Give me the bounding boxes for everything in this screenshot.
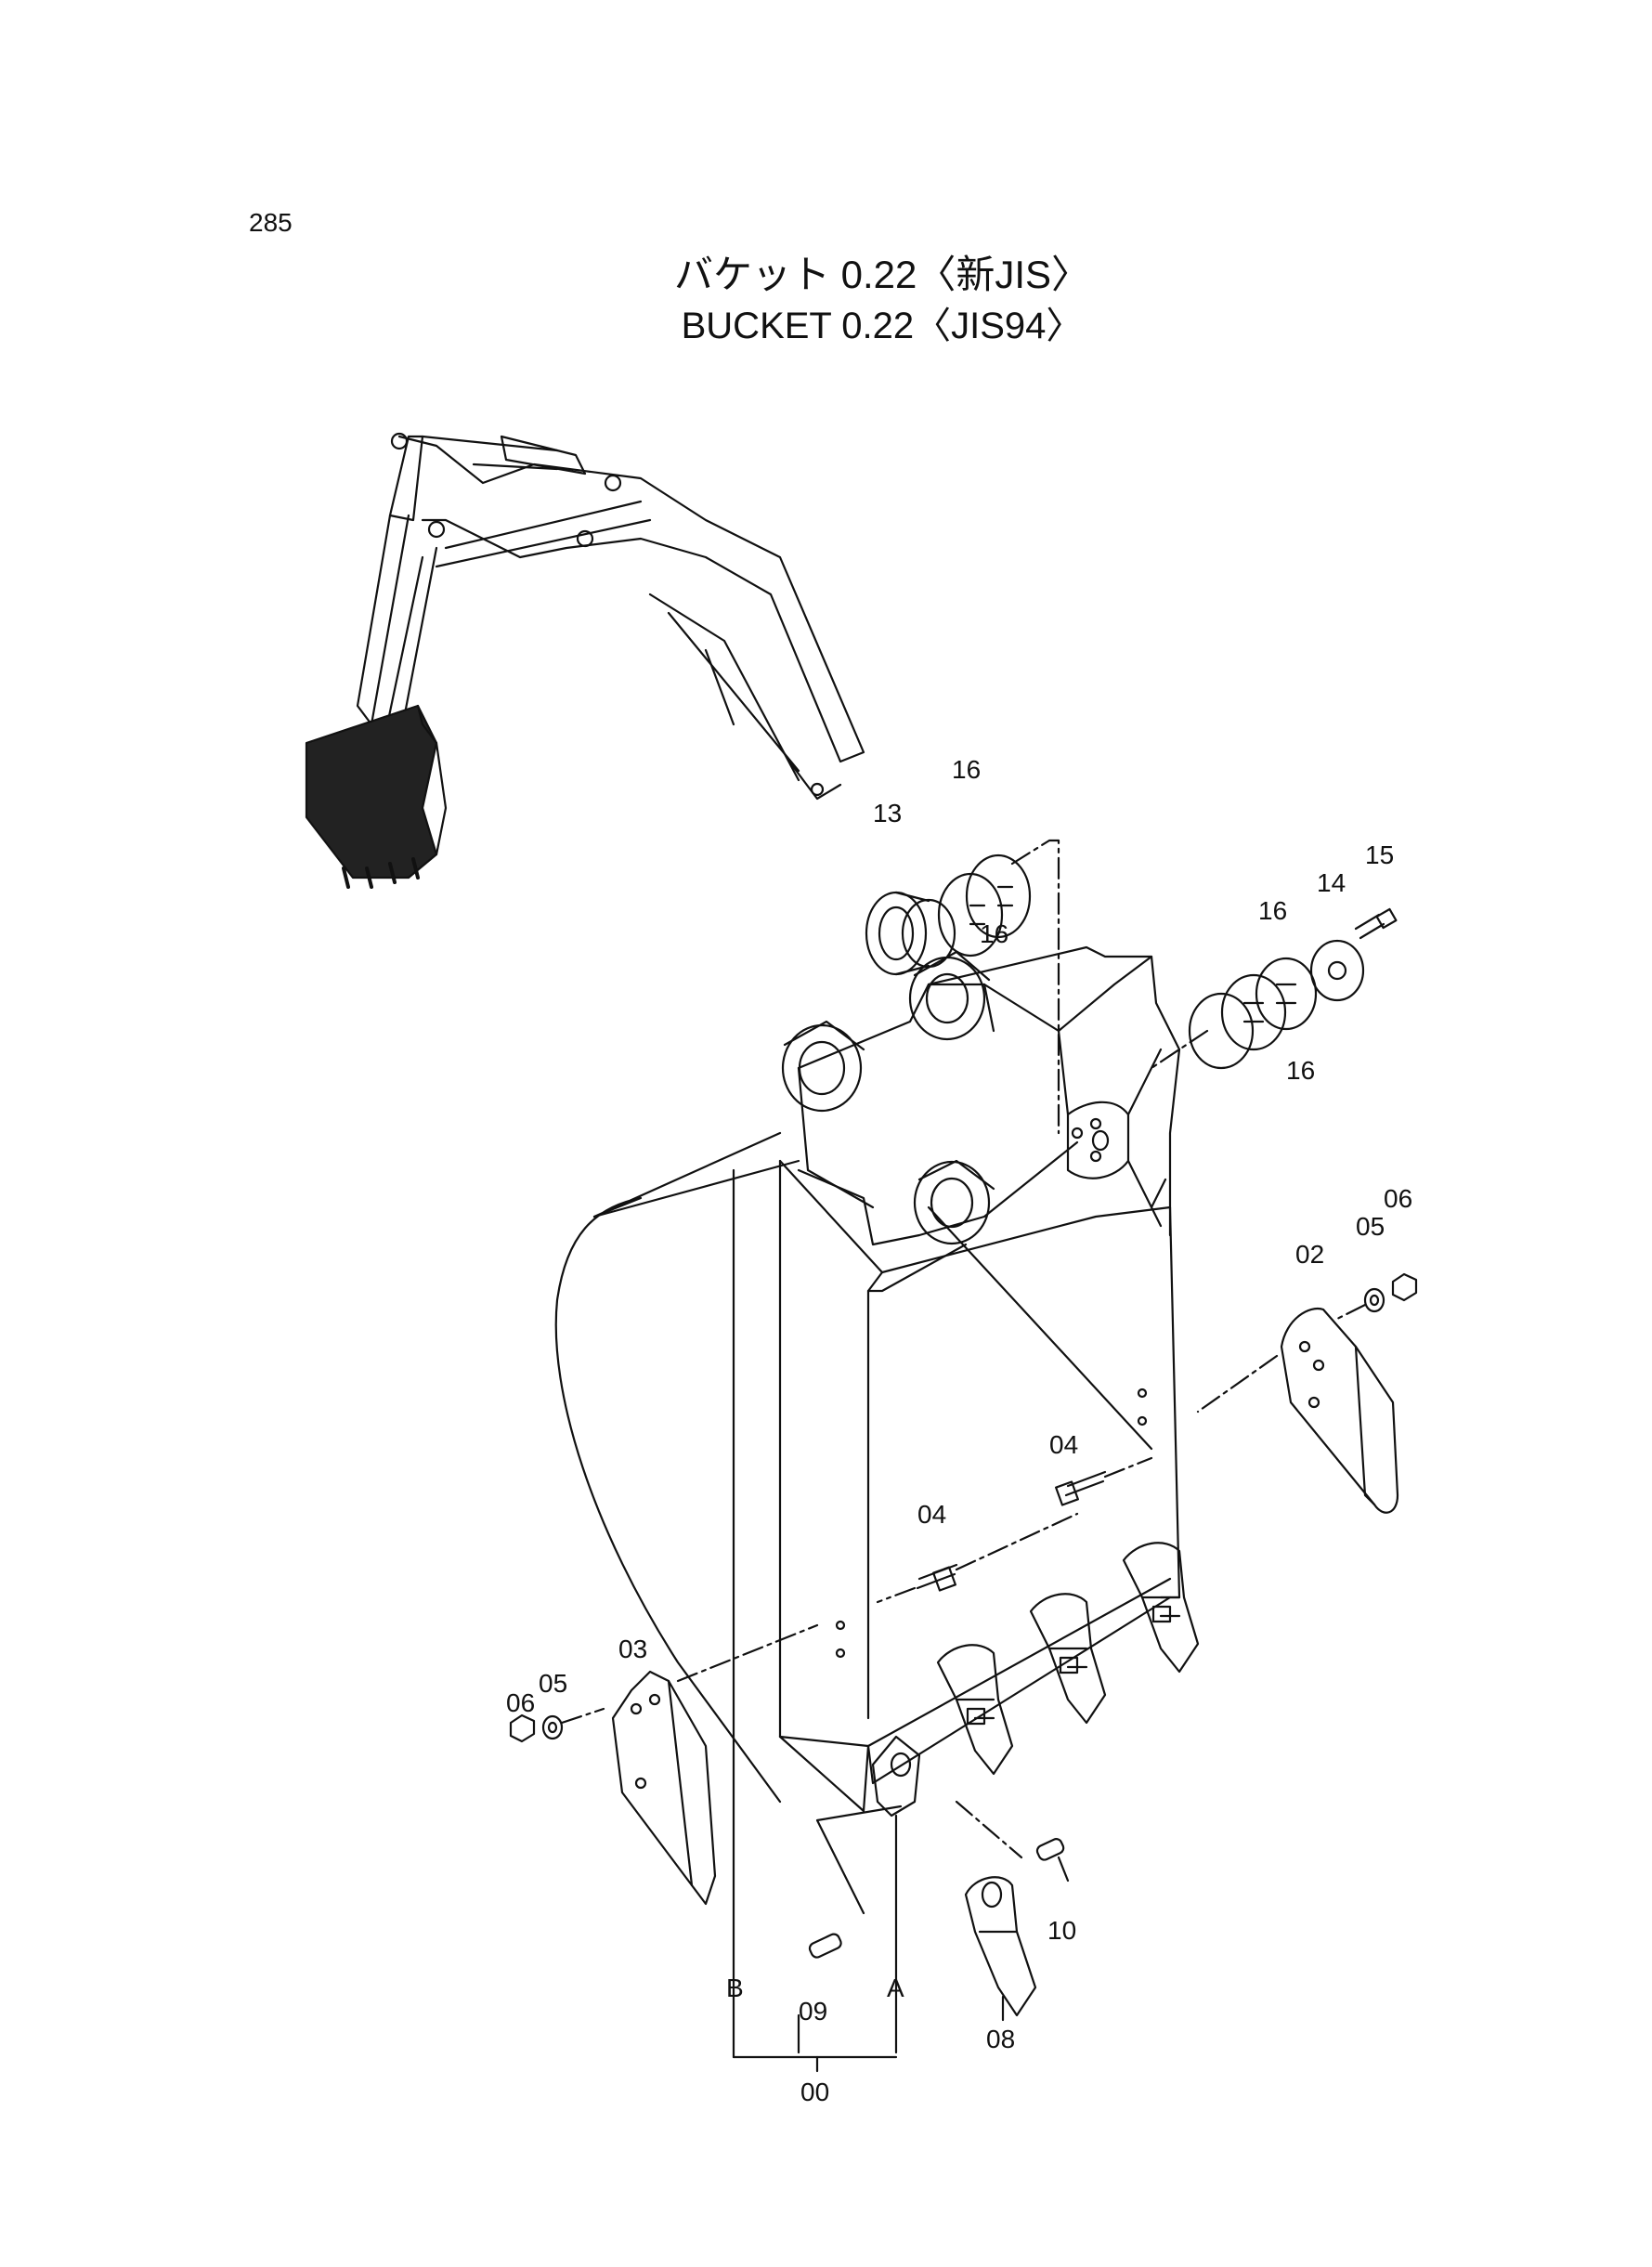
callout-labels: 16 16 13 15 14 16 16 06 05 02 04 04 03 0… [506, 755, 1412, 2106]
callout-A: A [887, 1974, 904, 2002]
side-cutter-left [509, 1623, 819, 1906]
callout-05: 05 [539, 1669, 567, 1698]
callout-04: 04 [1049, 1430, 1078, 1459]
callout-08: 08 [986, 2025, 1015, 2053]
side-cutter-right [1196, 1272, 1418, 1514]
bucket-body [554, 945, 1181, 1813]
callout-16: 16 [980, 919, 1008, 948]
callout-06: 06 [1384, 1184, 1412, 1213]
bolts-04 [876, 1456, 1153, 1604]
callout-10: 10 [1047, 1916, 1076, 1945]
leader-lines [732, 1168, 1070, 2073]
pin-washers-top [865, 839, 1060, 1135]
callout-02: 02 [1295, 1240, 1324, 1269]
bucket-teeth [808, 1542, 1200, 2017]
pin-washers-right [1150, 907, 1398, 1070]
callout-06: 06 [506, 1688, 535, 1717]
callout-05: 05 [1356, 1212, 1385, 1241]
callout-00: 00 [800, 2078, 829, 2106]
callout-13: 13 [873, 799, 902, 827]
callout-03: 03 [618, 1635, 647, 1663]
page-number: 285 [249, 208, 293, 237]
callout-16: 16 [1286, 1056, 1315, 1085]
callout-16: 16 [1258, 896, 1287, 925]
callout-B: B [726, 1974, 744, 2002]
callout-09: 09 [799, 1997, 827, 2026]
page-title-japanese: バケット 0.22〈新JIS〉 [673, 253, 1091, 296]
callout-15: 15 [1365, 840, 1394, 869]
page-title-english: BUCKET 0.22〈JIS94〉 [681, 306, 1084, 346]
callout-16: 16 [952, 755, 981, 784]
excavator-arm-overview [305, 432, 865, 889]
callout-04: 04 [917, 1500, 946, 1529]
callout-14: 14 [1317, 868, 1346, 897]
